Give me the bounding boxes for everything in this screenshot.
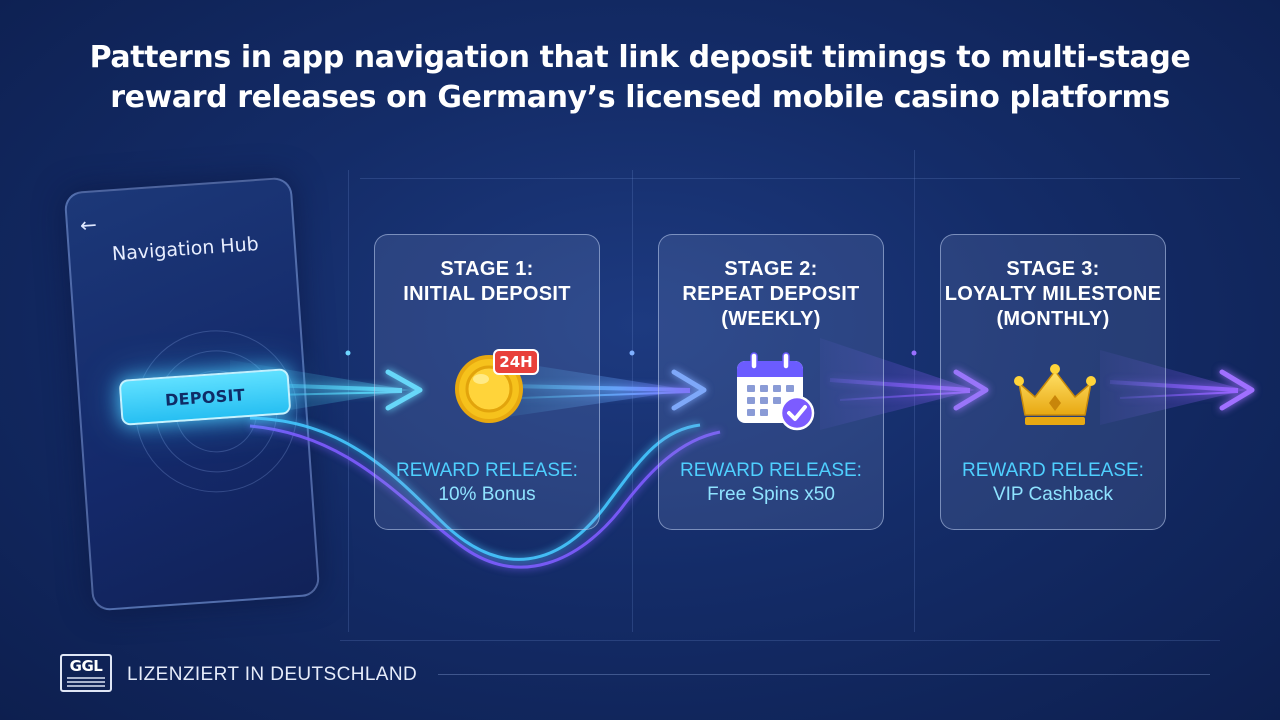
flow-arrow-line-2 [509,384,691,392]
stage-3-reward-value: VIP Cashback [992,484,1114,505]
ggl-logo: GGL [60,654,112,692]
stage-card-3: STAGE 3: LOYALTY MILESTONE (MONTHLY) REW… [940,234,1166,530]
stage-2-reward-label: REWARD RELEASE: [680,460,862,481]
license-text: LIZENZIERT IN DEUTSCHLAND [127,664,418,685]
grid-line-horizontal-bottom [340,640,1220,641]
stage-2-reward: REWARD RELEASE: Free Spins x50 [659,459,883,507]
flow-arrow-line-4 [1109,380,1239,392]
stage-3-reward-label: REWARD RELEASE: [962,460,1144,481]
stage-1-title-line-2: INITIAL DEPOSIT [403,283,571,305]
stage-1-title: STAGE 1: INITIAL DEPOSIT [375,257,599,307]
stage-2-title: STAGE 2: REPEAT DEPOSIT (WEEKLY) [659,257,883,332]
calendar-check-icon [737,352,815,431]
stage-card-1: STAGE 1: INITIAL DEPOSIT 24H REWARD RELE… [374,234,600,530]
timer-badge-label: 24H [499,353,533,371]
stage-3-title-line-3: (MONTHLY) [996,308,1110,330]
stage-3-title-line-1: STAGE 3: [1006,258,1100,280]
stage-3-reward: REWARD RELEASE: VIP Cashback [941,459,1165,507]
crown-icon [1014,364,1096,425]
flow-arrowhead-3 [953,369,989,411]
stage-2-title-line-2: REPEAT DEPOSIT [682,283,860,305]
page-title-line-1: Patterns in app navigation that link dep… [89,40,1191,75]
timer-badge: 24H [493,349,539,375]
stage-3-title-line-2: LOYALTY MILESTONE [944,283,1162,305]
grid-line-horizontal-top [360,178,1240,179]
flow-curve-purple [249,424,721,569]
ggl-logo-text: GGL [69,657,103,675]
grid-line-vertical-2 [632,170,633,632]
grid-dot-2 [629,350,635,356]
grid-dot-3 [911,350,917,356]
stage-1-reward: REWARD RELEASE: 10% Bonus [375,459,599,507]
page-title-line-2: reward releases on Germany’s licensed mo… [110,80,1170,115]
stage-2-title-line-1: STAGE 2: [724,258,818,280]
ggl-logo-fine-print [67,677,105,689]
grid-line-vertical-1 [348,170,349,632]
stage-2-reward-value: Free Spins x50 [707,484,835,505]
stage-2-title-line-3: (WEEKLY) [721,308,821,330]
flow-arrowhead-4 [1219,369,1255,411]
stage-3-title: STAGE 3: LOYALTY MILESTONE (MONTHLY) [941,257,1165,332]
stage-1-title-line-1: STAGE 1: [440,258,534,280]
grid-dot-1 [345,350,351,356]
flow-curve-cyan [249,416,701,561]
flow-arrow-line-3 [829,378,971,392]
stage-1-reward-value: 10% Bonus [438,484,536,505]
page-title: Patterns in app navigation that link dep… [40,38,1240,118]
stage-1-reward-label: REWARD RELEASE: [396,460,578,481]
flow-arrowhead-1 [385,369,423,411]
footer-divider [438,674,1210,675]
flow-arrowhead-2 [671,369,707,411]
stage-card-2: STAGE 2: REPEAT DEPOSIT (WEEKLY) REWARD … [658,234,884,530]
